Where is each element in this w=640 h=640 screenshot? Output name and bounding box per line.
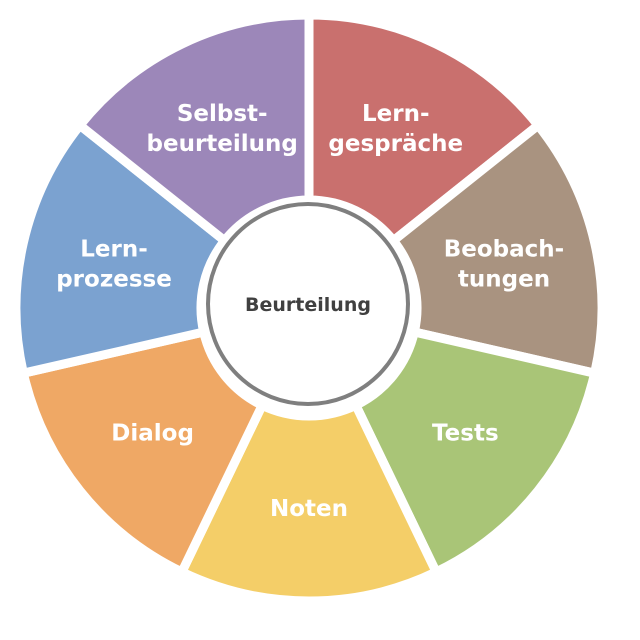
center-circle	[206, 202, 410, 406]
segment-label-line: prozesse	[56, 266, 172, 292]
segment-label: Noten	[270, 496, 348, 522]
segment-label: Beobach-tungen	[444, 236, 564, 292]
segment-label-line: Selbst-	[177, 101, 268, 127]
segment-label: Tests	[432, 421, 499, 447]
segment-6	[73, 10, 314, 247]
segment-label-line: Noten	[270, 496, 348, 522]
segment-4	[17, 326, 269, 578]
segment-label-line: Lern-	[80, 236, 148, 262]
segment-5	[11, 118, 231, 379]
segment-label-line: Lern-	[362, 101, 430, 127]
segment-1	[387, 118, 607, 379]
segment-2	[349, 326, 601, 578]
segment-label-line: Beobach-	[444, 236, 564, 262]
segment-label: Selbst-beurteilung	[147, 101, 298, 157]
segment-0	[304, 10, 545, 247]
segment-3	[175, 399, 443, 606]
segment-label-line: Tests	[432, 421, 499, 447]
segment-label: Dialog	[111, 421, 194, 447]
center-label: Beurteilung	[245, 294, 371, 316]
segment-label-line: Dialog	[111, 421, 194, 447]
segment-label-line: tungen	[458, 266, 550, 292]
segment-label: Lern-gespräche	[328, 101, 463, 157]
segment-label-line: gespräche	[328, 131, 463, 157]
segment-label: Lern-prozesse	[56, 236, 172, 292]
segment-label-line: beurteilung	[147, 131, 298, 157]
